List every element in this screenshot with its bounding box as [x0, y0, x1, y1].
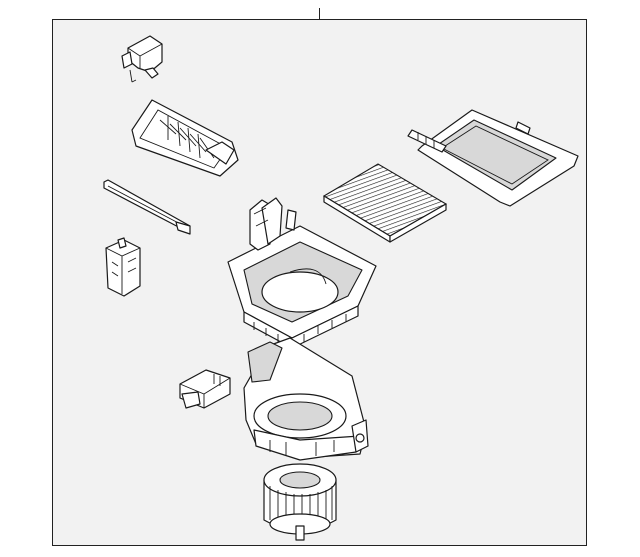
callout-leader-line — [319, 8, 320, 20]
actuator-part[interactable] — [121, 35, 163, 83]
air-intake-door-part[interactable] — [131, 99, 239, 177]
filter-cover-frame-part[interactable] — [407, 109, 579, 207]
resistor-connector-part[interactable] — [179, 369, 231, 409]
seal-strip-part[interactable] — [103, 179, 191, 235]
blower-resistor-part[interactable] — [105, 237, 141, 297]
upper-blower-case-part[interactable] — [227, 197, 377, 349]
lower-blower-housing-part[interactable] — [243, 337, 369, 461]
cabin-air-filter-part[interactable] — [322, 163, 448, 243]
blower-motor-fan-part[interactable] — [263, 463, 337, 541]
